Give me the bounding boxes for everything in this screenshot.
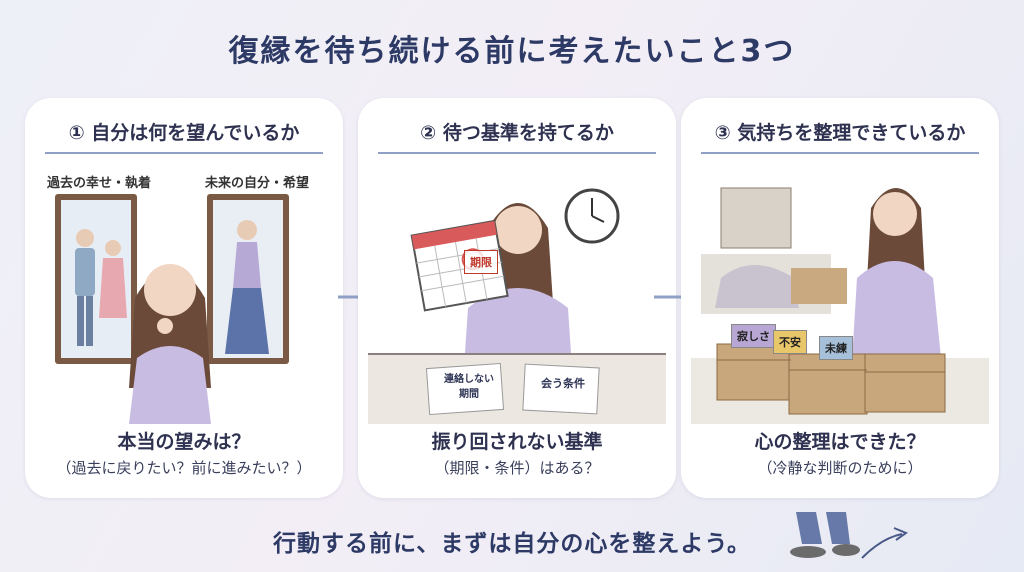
calendar-deadline-stamp: 期限	[464, 250, 498, 274]
card-subtext: （過去に戻りたい？前に進みたい？）	[56, 459, 312, 477]
tag-anxiety: 不安	[773, 330, 807, 354]
mirrors-illustration	[55, 194, 289, 424]
page-title: 復縁を待ち続ける前に考えたいこと3つ	[228, 34, 796, 69]
card-question: 本当の望みは？	[117, 431, 251, 453]
past-label: 過去の幸せ・執着	[47, 176, 152, 191]
card-heading: ② 待つ基準を持てるか	[378, 114, 656, 154]
card-heading: ③ 気持ちを整理できているか	[701, 114, 979, 154]
card-question: 心の整理はできた？	[754, 431, 926, 453]
card-sorting-feelings: ③ 気持ちを整理できているか 寂しさ 不安 未練 心の整理はできた？ （冷静な判…	[681, 98, 999, 498]
bottom-message: 行動する前に、まずは自分の心を整えよう。	[273, 531, 751, 557]
walking-feet-illustration	[790, 512, 909, 559]
card-waiting-criteria: ② 待つ基準を持てるか 期限 連絡しない 期間 会う条件 振	[358, 98, 676, 498]
calendar-illustration	[368, 188, 666, 424]
future-label: 未来の自分・希望	[205, 176, 310, 191]
card-question: 振り回されない基準	[431, 431, 603, 453]
tag-loneliness: 寂しさ	[731, 324, 776, 348]
card-subtext: （冷静な判断のために）	[757, 459, 923, 477]
tag-lingering-feelings: 未練	[819, 336, 853, 360]
card-what-do-i-want: ① 自分は何を望んでいるか 過去の幸せ・執着 未来の自分・希望 本当の望みは？ …	[25, 98, 343, 498]
paper-no-contact-period: 連絡しない 期間	[444, 374, 494, 400]
card-heading: ① 自分は何を望んでいるか	[45, 114, 323, 154]
paper-meeting-conditions: 会う条件	[541, 377, 585, 390]
boxes-illustration	[691, 187, 989, 424]
card-subtext: （期限・条件）はある？	[434, 459, 600, 477]
